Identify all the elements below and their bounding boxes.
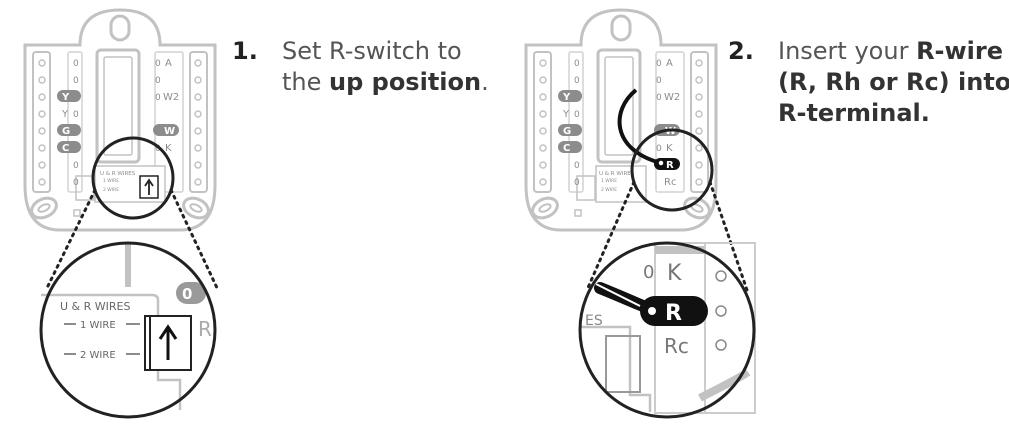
step-2-line-3: R-terminal. <box>778 99 930 127</box>
plate-zero: 0 <box>656 59 662 69</box>
terminal-c-highlight <box>57 141 81 153</box>
zoom-k-zero: 0 <box>643 262 654 283</box>
terminal-label-y: Y <box>61 92 70 103</box>
terminal-label-a: A <box>666 58 673 69</box>
zoom-mount-edge <box>698 368 751 402</box>
plate-zero: 0 <box>73 178 79 188</box>
zoom-switch <box>605 335 641 393</box>
magnifier-circle <box>630 128 714 212</box>
terminal-label-k: K <box>666 143 673 154</box>
zoom-circle-border <box>39 241 217 419</box>
plate-zero: 0 <box>574 59 580 69</box>
step-2-line-2: (R, Rh or Rc) into <box>778 68 1009 96</box>
switch-wire1: 1 WIRE <box>601 178 617 184</box>
zoom-guide-line <box>708 180 749 292</box>
plate-zero: 0 <box>73 110 79 120</box>
zoom-guide-line <box>169 188 220 292</box>
zoom-wire1: 1 WIRE <box>80 320 116 331</box>
step-2-line-1: Insert your R-wire <box>778 37 1004 65</box>
plate-zero-labels: 0 0 0 0 0 0 0 0 0 0 <box>574 59 662 188</box>
zoom-guide-line <box>44 188 97 292</box>
terminal-label-y: Y <box>562 92 571 103</box>
terminal-label-w: W <box>164 126 175 137</box>
step-1-instruction: 1. Set R-switch to the up position. <box>232 36 502 106</box>
zoom-label-k: K <box>667 261 682 286</box>
switch-title: U & R WIRES <box>100 171 136 177</box>
switch-wire1: 1 WIRE <box>103 178 119 184</box>
step-2-number: 2. <box>728 37 754 65</box>
plate-zero: 0 <box>574 178 580 188</box>
switch-wire2: 2 WIRE <box>103 187 119 193</box>
terminal-label-c: C <box>62 143 69 154</box>
switch-panel <box>595 165 647 203</box>
plate-zero: 0 <box>574 110 580 120</box>
terminal-label-c: C <box>563 143 570 154</box>
terminal-label-r: R <box>666 160 674 171</box>
zoom-badge-text: 0 <box>182 285 192 303</box>
terminal-c-highlight <box>558 141 582 153</box>
zoom-wire2: 2 WIRE <box>80 350 116 361</box>
terminal-label-y2: Y <box>61 109 69 120</box>
zoom-circle-border <box>578 241 756 419</box>
wire-tip <box>657 159 665 167</box>
plate-zero: 0 <box>155 144 161 154</box>
zoom-guide-line <box>585 180 636 292</box>
zoom-panel-edge <box>580 325 652 412</box>
magnifier-circle <box>91 136 175 220</box>
terminal-g-highlight <box>57 124 81 136</box>
terminal-label-rc: Rc <box>664 177 676 188</box>
zoom-circle-left: U & R WIRES 1 WIRE 2 WIRE 0 R <box>39 241 217 419</box>
plate-zero: 0 <box>574 161 580 171</box>
step-1-number: 1. <box>232 37 258 65</box>
plate-zero: 0 <box>656 76 662 86</box>
plate-zero: 0 <box>656 144 662 154</box>
zoom-label-rc: Rc <box>664 334 689 358</box>
terminal-label-k: K <box>165 143 172 154</box>
terminal-label-w2: W2 <box>163 92 179 103</box>
terminal-y-highlight <box>57 90 81 102</box>
up-arrow-icon <box>144 178 154 195</box>
zoom-badge <box>176 282 206 304</box>
terminal-y-highlight <box>558 90 582 102</box>
zoom-r-highlight <box>640 296 708 326</box>
switch-title: U & R WIRES <box>599 171 635 177</box>
zoom-cut-label: ES <box>585 313 603 329</box>
step-2-instruction: 2. Insert your R-wire (R, Rh or Rc) into… <box>728 36 1009 136</box>
zoom-circle-right: 0 K R Rc ES <box>578 241 756 419</box>
terminal-label-g: G <box>563 126 571 137</box>
zoom-label-r: R <box>665 301 682 326</box>
zoom-wire-tip <box>648 307 656 315</box>
terminal-label-a: A <box>165 58 172 69</box>
plate-zero: 0 <box>574 76 580 86</box>
zoom-screw <box>715 270 727 282</box>
plate-zero: 0 <box>73 76 79 86</box>
up-arrow-icon <box>158 324 178 360</box>
switch-wire2: 2 WIRE <box>601 187 617 193</box>
r-wire <box>617 88 662 165</box>
terminal-label-g: G <box>62 126 70 137</box>
terminal-label-y2: Y <box>562 109 570 120</box>
terminal-label-w2: W2 <box>664 92 680 103</box>
zoom-screw <box>715 305 727 317</box>
terminal-g-highlight <box>558 124 582 136</box>
plate-zero: 0 <box>155 76 161 86</box>
terminal-w-highlight <box>153 124 179 136</box>
zoom-screw <box>715 339 727 351</box>
zoom-cut-label: R <box>198 317 212 341</box>
wall-plate-right: 0 0 0 0 0 0 0 0 0 0 Y Y G C A W2 W K R R… <box>524 8 749 292</box>
plate-zero: 0 <box>155 93 161 103</box>
wall-plate-left: 0 0 0 0 0 0 0 0 0 0 Y Y G C A W2 W K U &… <box>23 8 220 292</box>
plate-zero: 0 <box>73 59 79 69</box>
step-1-line-2: the up position. <box>282 68 489 96</box>
plate-zero: 0 <box>155 59 161 69</box>
plate-zero: 0 <box>73 161 79 171</box>
plate-zero: 0 <box>656 93 662 103</box>
step-1-line-1: Set R-switch to <box>282 37 462 65</box>
zoom-title: U & R WIRES <box>60 300 130 313</box>
